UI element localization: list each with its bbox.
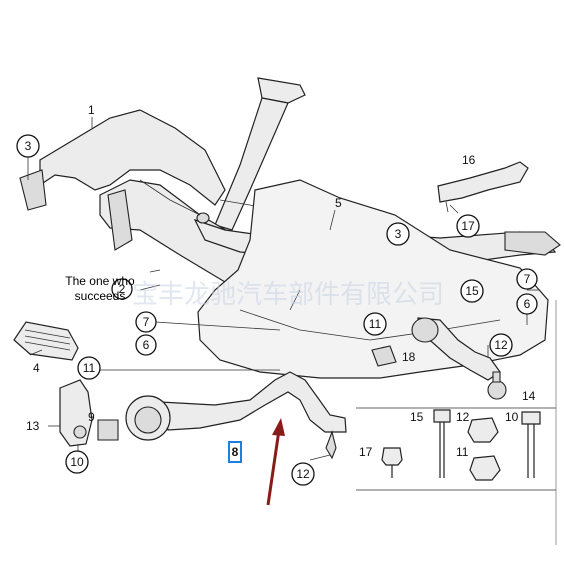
callout-6-right: 6 (516, 293, 538, 315)
label-18: 18 (402, 350, 416, 364)
label-5: 5 (335, 196, 342, 210)
bracket-part4 (13, 321, 79, 361)
callout-12-bottom: 12 (291, 462, 315, 486)
label-4: 4 (33, 361, 40, 375)
label-11-hw: 11 (456, 445, 469, 459)
svg-text:10: 10 (70, 455, 84, 469)
callout-6-left: 6 (135, 334, 157, 356)
watermark-text: 宝丰龙驰汽车部件有限公司 (132, 280, 444, 310)
red-arrow (266, 418, 285, 506)
svg-text:6: 6 (143, 338, 150, 352)
callout-2: 2 (111, 278, 133, 300)
tension-strut (411, 317, 507, 400)
svg-text:11: 11 (369, 317, 382, 331)
callout-11-left: 11 (77, 356, 101, 380)
bracket-part13 (59, 379, 119, 447)
selected-part-label[interactable]: 8 (228, 441, 242, 463)
callout-7-right: 7 (516, 268, 538, 290)
annotation-note: The one who succeeds (50, 274, 150, 304)
svg-text:17: 17 (461, 219, 475, 233)
rubber-mount (371, 345, 397, 367)
svg-text:3: 3 (395, 227, 402, 241)
svg-text:2: 2 (119, 282, 126, 296)
annotation-line-1: The one who (65, 274, 135, 288)
label-14: 14 (522, 389, 536, 403)
label-16: 16 (462, 153, 476, 167)
callout-15: 15 (460, 279, 484, 303)
label-12-hw: 12 (456, 410, 470, 424)
strut-brace (437, 161, 529, 213)
svg-text:6: 6 (524, 297, 531, 311)
label-13: 13 (26, 419, 40, 433)
svg-text:15: 15 (465, 284, 479, 298)
label-15-hw: 15 (410, 410, 424, 424)
svg-text:12: 12 (296, 467, 310, 481)
callout-3-right: 3 (386, 222, 410, 246)
svg-text:7: 7 (143, 315, 150, 329)
label-1: 1 (88, 103, 95, 117)
callout-17-top: 17 (456, 214, 480, 238)
label-10-hw: 10 (505, 410, 519, 424)
callout-10: 10 (65, 450, 89, 474)
control-arm (125, 371, 347, 460)
svg-text:3: 3 (25, 139, 32, 153)
callout-11-right: 11 (363, 312, 387, 336)
hardware-set (356, 407, 556, 491)
underbody-shield (197, 179, 549, 379)
callout-12-right: 12 (489, 333, 513, 357)
annotation-line-2: succeeds (74, 289, 126, 303)
label-9: 9 (88, 410, 95, 424)
label-17-hw: 17 (359, 445, 373, 459)
callout-3-left: 3 (16, 134, 40, 158)
callout-7-left: 7 (135, 311, 157, 333)
svg-text:11: 11 (83, 361, 96, 375)
svg-text:7: 7 (524, 272, 531, 286)
svg-text:12: 12 (494, 338, 508, 352)
